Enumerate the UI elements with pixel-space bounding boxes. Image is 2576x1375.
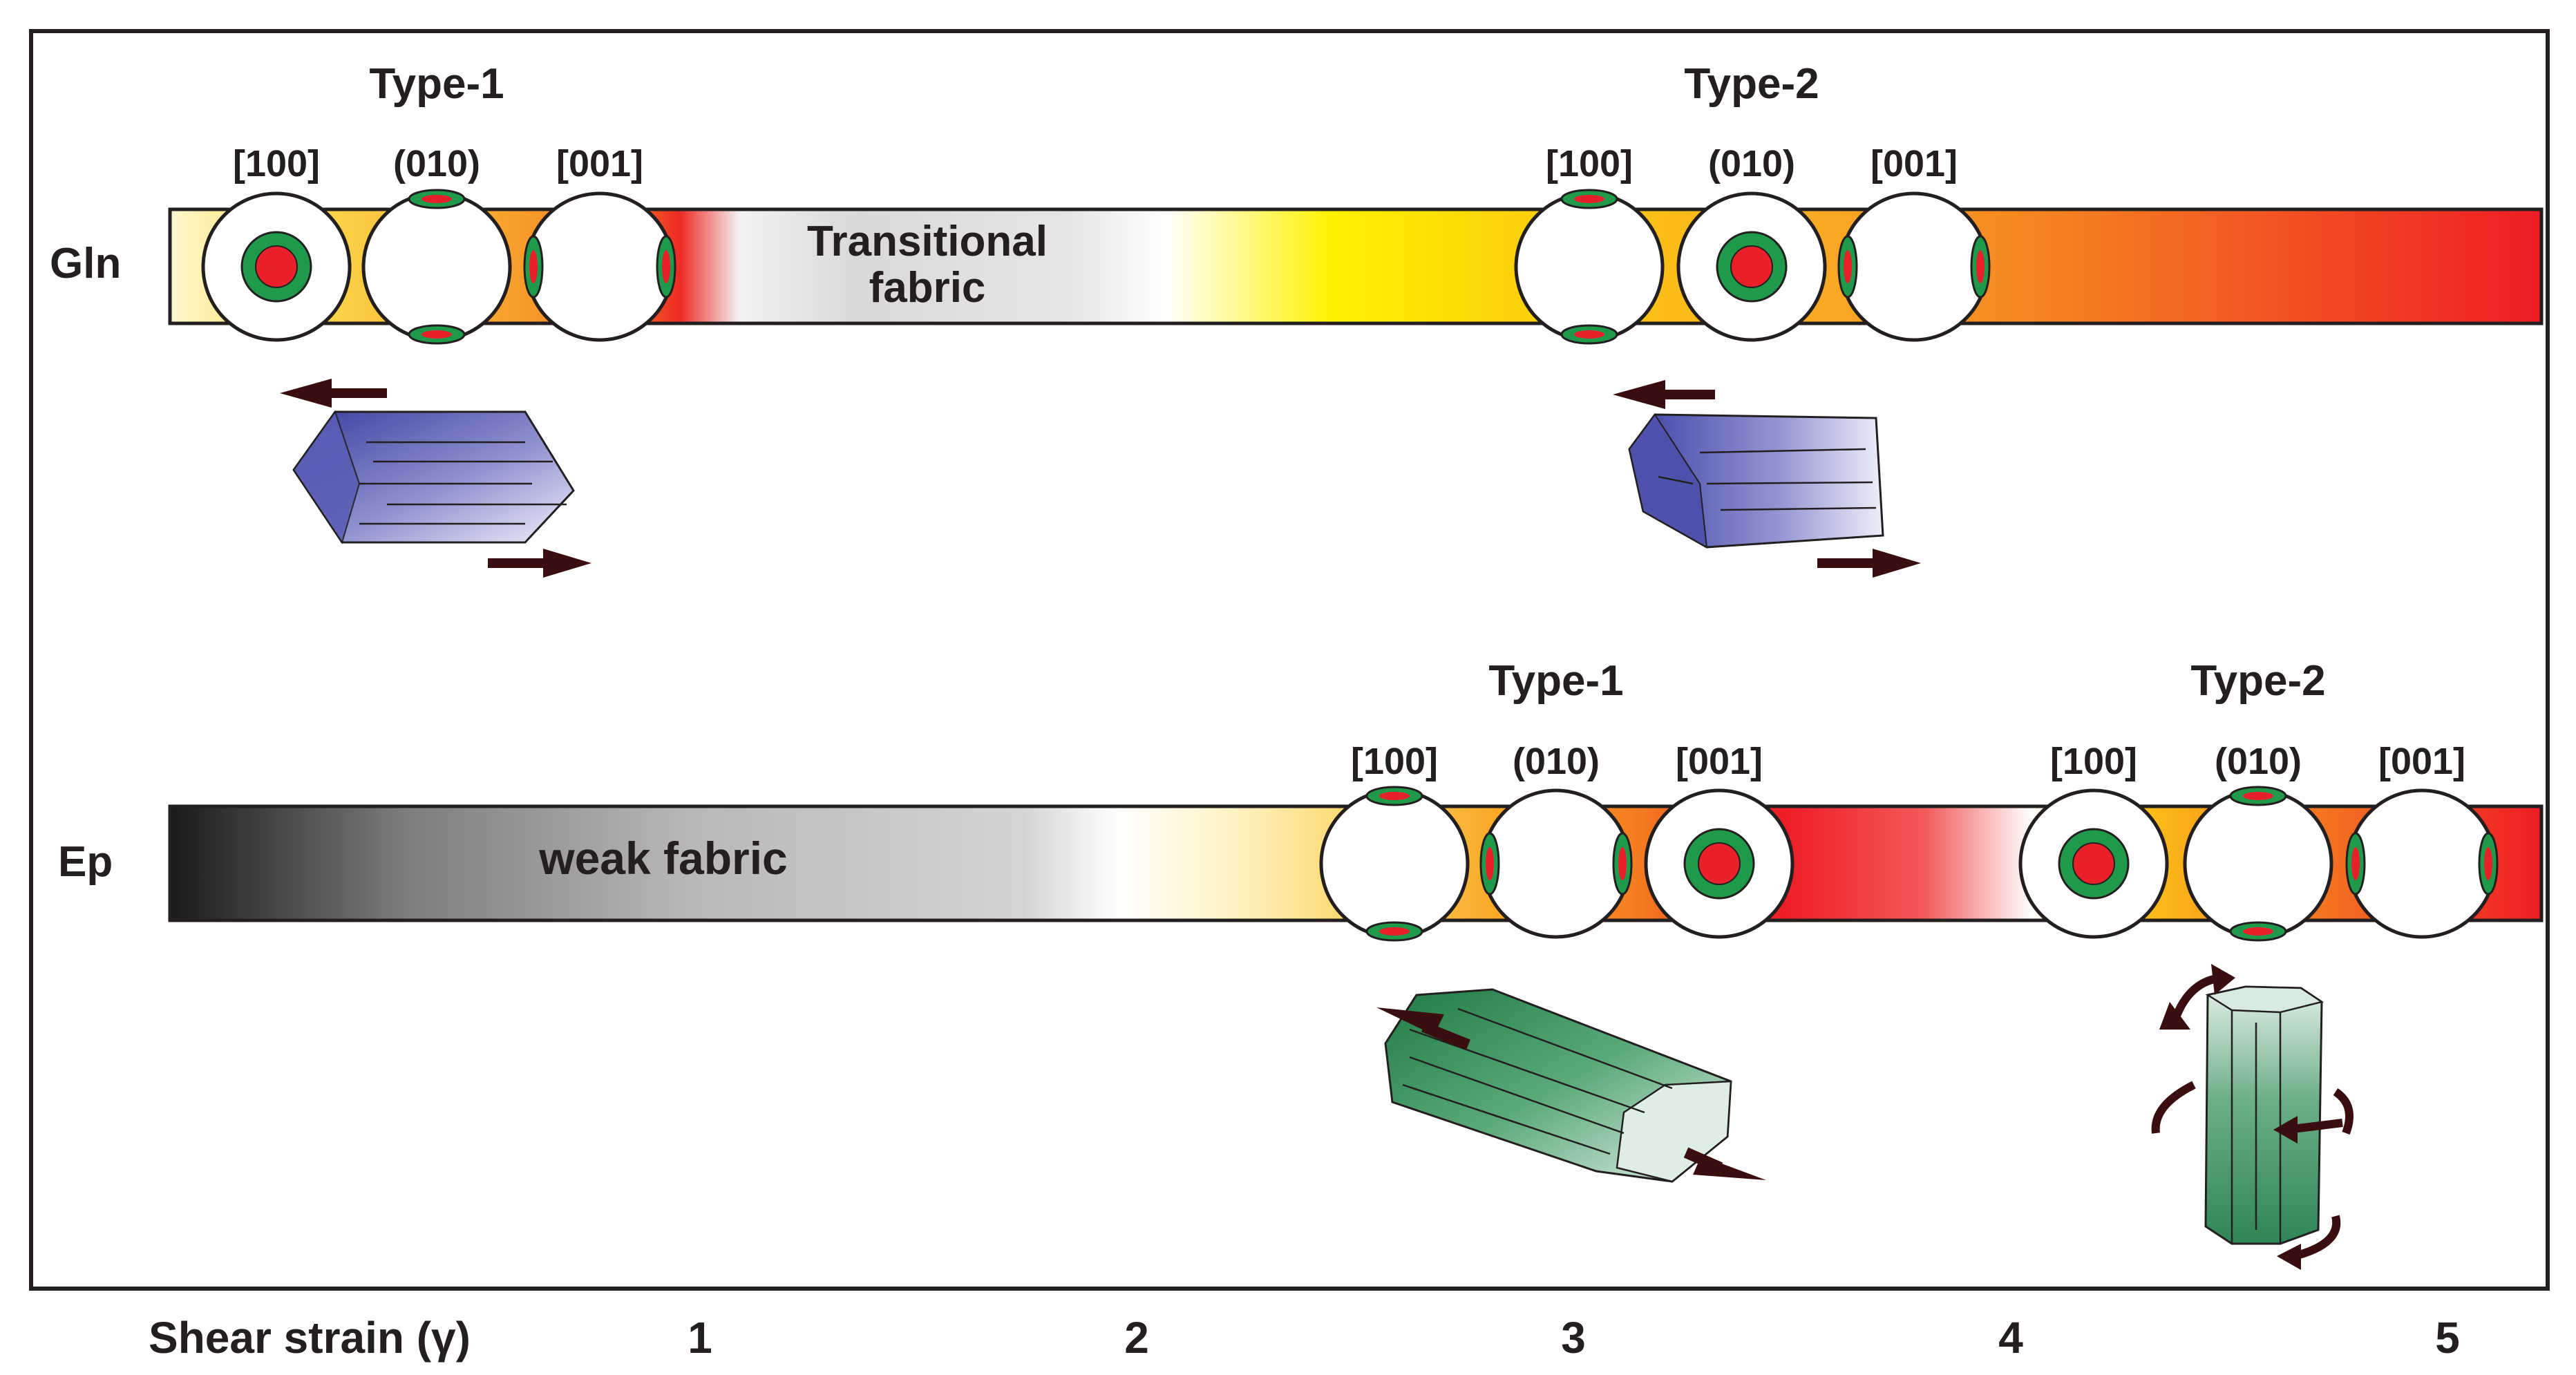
gln-group-1-pole-figure-1 xyxy=(361,189,512,345)
gln-group-1-axis-label-1: (010) xyxy=(393,143,480,184)
ep-group-1-pole-figure-2-red-maximum xyxy=(1698,842,1741,885)
gln-group-2-pole-figure-1-red-maximum xyxy=(1730,245,1773,288)
gln-group-1-pole-figure-0 xyxy=(201,191,352,342)
axis-tick-label-2: 2 xyxy=(1124,1313,1149,1363)
ep-group-2-pole-figure-1-red-band-0 xyxy=(2243,792,2273,800)
gln-group-2-pole-figure-2 xyxy=(1837,191,1991,342)
shear-strain-axis-title: Shear strain (γ) xyxy=(149,1313,471,1363)
gln-group-1-axis-label-2: [001] xyxy=(556,143,643,184)
ep-group-2-axis-label-2: [001] xyxy=(2378,741,2465,782)
ep-group-2-pole-figure-0 xyxy=(2018,788,2169,939)
gln-group-2-pole-figure-0-red-band-0 xyxy=(1574,195,1604,203)
gln-group-1-pole-figure-2-red-band-1 xyxy=(662,250,670,283)
ep-group-1-pole-figure-1-red-band-1 xyxy=(1618,847,1627,880)
ep-group-2-type-label: Type-2 xyxy=(2190,657,2325,705)
epidote-type2-crystal xyxy=(2204,985,2324,1245)
gln-group-2-type-label: Type-2 xyxy=(1684,60,1819,108)
ep-group-1-pole-figure-0-red-band-1 xyxy=(1379,927,1410,936)
gln-group-2-axis-label-0: [100] xyxy=(1546,143,1633,184)
glaucophane-type2-shear-arrows xyxy=(1613,380,1921,578)
ep-group-2-pole-figure-2 xyxy=(2345,788,2499,939)
ep-group-1-axis-label-2: [001] xyxy=(1676,741,1763,782)
glaucophane-type1-crystal xyxy=(292,410,575,544)
gln-group-2-axis-label-2: [001] xyxy=(1871,143,1958,184)
gln-group-1-pole-figure-2-red-band-0 xyxy=(529,250,538,283)
ep-pole-figure-groups: Type-1 [100] (010) [001] Type-2 [100] (010) [00… xyxy=(1319,657,2499,942)
ep-group-2-axis-label-1: (010) xyxy=(2215,741,2302,782)
axis-tick-label-5: 5 xyxy=(2435,1313,2460,1363)
ep-group-1-pole-figure-1 xyxy=(1479,788,1633,939)
axis-tick-label-1: 1 xyxy=(688,1313,712,1363)
gln-group-1-type-label: Type-1 xyxy=(369,60,504,108)
ep-group-2-pole-figure-0-red-maximum xyxy=(2072,842,2115,885)
ep-group-1-pole-figure-1-red-band-0 xyxy=(1486,847,1494,880)
gln-center-text-line2: fabric xyxy=(869,264,986,312)
gln-group-2-pole-figure-0 xyxy=(1514,189,1665,345)
ep-group-1-pole-figure-0-red-band-0 xyxy=(1379,792,1410,800)
shear-strain-axis-ticks: 1 2 3 4 5 xyxy=(688,1313,2460,1363)
ep-group-1-type-label: Type-1 xyxy=(1488,657,1623,705)
ep-group-2-pole-figure-1 xyxy=(2183,786,2333,942)
epidote-type1-rotation-arrows xyxy=(1376,1007,1766,1180)
axis-tick-label-3: 3 xyxy=(1561,1313,1586,1363)
gln-group-1-pole-figure-2 xyxy=(523,191,676,342)
ep-group-2-pole-figure-2-red-band-0 xyxy=(2351,847,2360,880)
gln-row-label: Gln xyxy=(50,240,121,287)
gln-group-2-pole-figure-1 xyxy=(1676,191,1827,342)
gln-center-text-line1: Transitional xyxy=(807,218,1048,265)
gln-group-1-pole-figure-0-red-maximum xyxy=(255,245,298,288)
ep-group-1-pole-figure-0 xyxy=(1319,786,1470,942)
ep-center-text: weak fabric xyxy=(538,833,788,884)
glaucophane-type1-shear-arrows xyxy=(280,379,591,578)
gln-group-2-pole-figure-2-red-band-1 xyxy=(1976,250,1985,283)
gln-group-1-pole-figure-1-red-band-0 xyxy=(422,195,452,203)
gln-pole-figure-groups: Type-1 [100] (010) [001] Type-2 [100] (010) [00… xyxy=(201,60,1991,345)
ep-group-2-axis-label-0: [100] xyxy=(2050,741,2137,782)
ep-group-2-pole-figure-1-red-band-1 xyxy=(2243,927,2273,936)
gln-group-1-pole-figure-1-red-band-1 xyxy=(422,330,452,339)
ep-group-2: Type-2 [100] (010) [001] xyxy=(2018,657,2499,942)
gln-group-2-pole-figure-0-red-band-1 xyxy=(1574,330,1604,339)
ep-group-1-pole-figure-2 xyxy=(1644,788,1794,939)
gln-group-2-axis-label-1: (010) xyxy=(1708,143,1795,184)
gln-group-2-pole-figure-2-red-band-0 xyxy=(1844,250,1852,283)
ep-group-1-axis-label-0: [100] xyxy=(1351,741,1438,782)
gln-group-1-axis-label-0: [100] xyxy=(233,143,320,184)
ep-group-1: Type-1 [100] (010) [001] xyxy=(1319,657,1794,942)
ep-group-1-axis-label-1: (010) xyxy=(1513,741,1600,782)
ep-group-2-pole-figure-2-red-band-1 xyxy=(2484,847,2492,880)
epidote-type2-arrow-heads xyxy=(2159,964,2301,1270)
gln-group-2: Type-2 [100] (010) [001] xyxy=(1514,60,1991,345)
ep-row-label: Ep xyxy=(58,838,113,886)
glaucophane-type2-crystal xyxy=(1628,413,1884,549)
gln-group-1: Type-1 [100] (010) [001] xyxy=(201,60,676,345)
axis-tick-label-4: 4 xyxy=(1998,1313,2023,1363)
